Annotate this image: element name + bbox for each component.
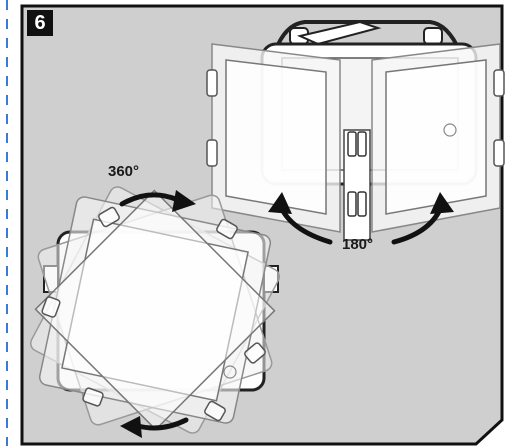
rotate-180-arrowheads bbox=[268, 192, 454, 214]
rotate-360-arrows bbox=[119, 192, 189, 431]
rotation-180-label: 180° bbox=[342, 236, 374, 253]
case-rotate-360-illustration bbox=[29, 186, 281, 434]
rotation-360-label: 360° bbox=[108, 163, 140, 180]
step-number-badge: 6 bbox=[27, 10, 53, 36]
rotate-360-arrowheads bbox=[120, 190, 196, 438]
case-open-180-illustration bbox=[206, 20, 505, 241]
